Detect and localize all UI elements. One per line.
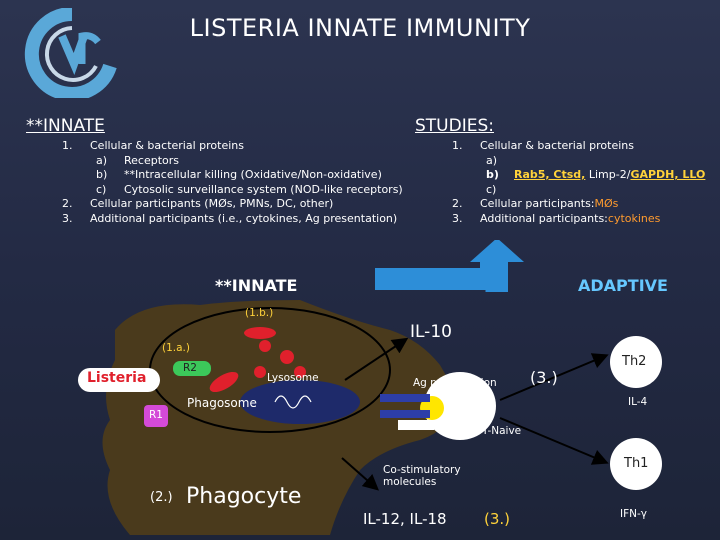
highlight-proteins: Rab5, Ctsd, <box>514 168 586 181</box>
r1-label: R1 <box>149 409 163 421</box>
logo <box>24 8 117 98</box>
sub-letter: b) <box>486 168 499 181</box>
listeria-bacterium <box>78 368 160 392</box>
list-item: Cellular & bacterial proteins <box>480 139 634 152</box>
list-item: Cellular participants (MØs, PMNs, DC, ot… <box>90 197 334 210</box>
sub-letter: b) <box>96 168 108 181</box>
phagosome-vesicle <box>240 380 360 424</box>
t-naive-label: T-Naive <box>482 425 522 437</box>
page-title: LISTERIA INNATE IMMUNITY <box>189 14 531 42</box>
listeria-label: Listeria <box>87 370 147 386</box>
label-3-lower: (3.) <box>484 510 511 528</box>
sub-item: Limp-2/ <box>585 168 631 181</box>
ifn-label: IFN-γ <box>620 508 647 520</box>
label-1a: (1.a.) <box>162 342 190 354</box>
r2-receptor <box>173 361 211 376</box>
immunity-diagram <box>78 240 662 535</box>
innate-diagram-label: **INNATE <box>215 276 298 295</box>
sub-item: Receptors <box>124 153 180 167</box>
sub-letter: c) <box>96 182 107 196</box>
list-value: MØs <box>594 197 619 210</box>
list-item: Cellular & bacterial proteins <box>90 139 244 152</box>
costim-label: Co-stimulatory molecules <box>383 464 461 488</box>
sub-letter: a) <box>486 153 498 167</box>
label-1b: (1.b.) <box>245 307 274 319</box>
list-number: 1. <box>62 139 73 152</box>
phagosome-label: Phagosome <box>187 396 257 410</box>
th2-cell <box>610 336 662 388</box>
th1-cell <box>610 438 662 490</box>
list-number: 1. <box>452 139 463 152</box>
list-value: cytokines <box>607 211 661 225</box>
innate-header: **INNATE <box>26 116 105 136</box>
label-3-upper: (3.) <box>530 368 558 387</box>
th2-label: Th2 <box>622 354 647 369</box>
studies-list: 1. Cellular & bacterial proteins a) b) Rab… <box>452 139 705 226</box>
highlight-proteins-2: GAPDH, LLO <box>630 168 706 181</box>
list-item: Cellular participants: <box>480 197 595 210</box>
lysosome-label: Lysosome <box>267 372 319 384</box>
ag-presentation-label: Ag presentation <box>413 377 497 389</box>
lysosomes <box>209 327 306 393</box>
innate-to-adaptive-arrow-shaft <box>375 260 508 290</box>
list-item: Additional participants (i.e., cytokines… <box>90 211 398 225</box>
studies-header: STUDIES: <box>415 116 494 136</box>
sub-letter: a) <box>96 153 108 167</box>
t-naive-cell <box>424 372 496 440</box>
il10-label: IL-10 <box>410 322 452 342</box>
phagocyte-label: Phagocyte <box>186 484 302 509</box>
r1-receptor <box>144 405 168 427</box>
sub-letter: c) <box>486 182 497 196</box>
list-number: 2. <box>62 197 73 210</box>
il12-il18-label: IL-12, IL-18 <box>363 510 447 528</box>
phagocyte-num: (2.) <box>150 490 173 505</box>
list-item: Additional participants: <box>480 211 608 225</box>
list-number: 2. <box>452 197 463 210</box>
adaptive-label: ADAPTIVE <box>578 276 668 295</box>
r2-label: R2 <box>183 362 197 374</box>
th1-label: Th1 <box>624 456 649 471</box>
list-number: 3. <box>62 211 73 225</box>
sub-item: **Intracellular killing (Oxidative/Non-o… <box>124 168 382 181</box>
innate-list: 1. Cellular & bacterial proteins a) Recept… <box>62 139 403 226</box>
sub-item: Cytosolic surveillance system (NOD-like … <box>124 182 403 196</box>
list-number: 3. <box>452 211 463 225</box>
il4-label: IL-4 <box>628 396 648 408</box>
